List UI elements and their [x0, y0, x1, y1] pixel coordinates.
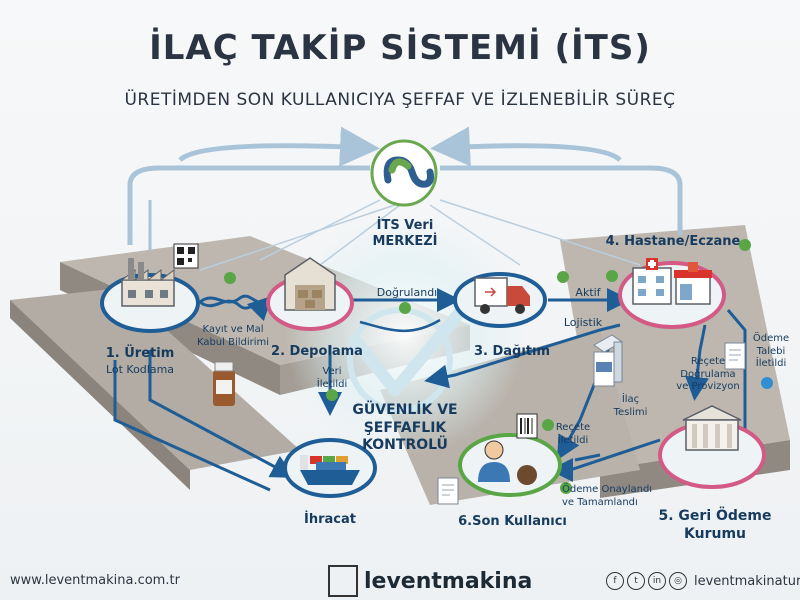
note-veri: Veri İletildi: [312, 366, 352, 391]
footer: www.leventmakina.com.tr leventmakina f t…: [0, 565, 800, 600]
note-kayit-line2: Kabul Bildirimi: [196, 336, 270, 348]
prescription-document-icon: [724, 342, 746, 370]
note-aktif: Aktif: [575, 286, 601, 299]
brand-name: leventmakina: [364, 568, 533, 594]
son-kullanici-ring: [458, 433, 562, 497]
note-recete-iletildi-line2: İletildi: [557, 434, 589, 446]
hospital-icon: [632, 258, 672, 305]
note-dogrulandi: Doğrulandı: [376, 286, 438, 299]
note-veri-line1: Veri: [322, 366, 342, 377]
page-subtitle: ÜRETİMDEN SON KULLANICIYA ŞEFFAF VE İZLE…: [124, 90, 676, 110]
social-handle[interactable]: leventmakinaturkiye: [694, 573, 800, 589]
center-label: İTS Veri MERKEZİ: [360, 218, 450, 251]
twitter-icon[interactable]: t: [627, 572, 645, 590]
note-odeme-talebi: Ödeme Talebi İletildi: [746, 333, 796, 371]
warehouse-icon: [284, 257, 336, 311]
note-ilac-teslimi-line2: Teslimi: [613, 406, 648, 418]
center-glow: [285, 215, 525, 455]
note-recete-dogrulama-line1: Reçete: [690, 356, 726, 367]
center-label-line1: İTS Veri: [376, 218, 434, 233]
pharmacy-icon: [674, 262, 712, 305]
note-odeme-onay-line1: Ödeme Onaylandı: [562, 484, 653, 495]
center-label-line2: MERKEZİ: [372, 234, 438, 250]
note-recete-iletildi-line1: Reçete: [555, 422, 591, 433]
note-odeme-onay: Ödeme Onaylandı ve Tamamlandı: [562, 484, 662, 509]
truck-icon: [474, 277, 530, 314]
step-geri-odeme-label: 5. Geri Ödeme Kurumu: [650, 508, 780, 543]
note-odeme-talebi-line3: İletildi: [755, 358, 787, 369]
receipt-document-icon: [437, 477, 459, 505]
social-links: f t in ◎ leventmakinaturkiye: [606, 572, 800, 590]
note-ilac-teslimi: İlaç Teslimi: [608, 394, 653, 419]
government-building-icon: [682, 405, 742, 451]
step-ihracat-label: İhracat: [304, 512, 356, 527]
note-ilac-teslimi-line1: İlaç: [621, 394, 640, 405]
note-recete-dogrulama: Reçete Doğrulama ve Provizyon: [668, 356, 748, 394]
right-platform: [380, 225, 790, 505]
user-avatar-icon: [478, 440, 537, 485]
step-uretim-sub: Lot Kodlama: [105, 363, 175, 376]
step-depolama-label: 2. Depolama: [271, 344, 363, 359]
note-veri-line2: İletildi: [316, 378, 348, 390]
note-recete-iletildi: Reçete İletildi: [548, 422, 598, 447]
medicine-box-icon: [593, 334, 623, 387]
security-label-line2: ŞEFFAFLIK: [363, 419, 447, 436]
step-dagitim-label: 3. Dağıtım: [473, 344, 551, 359]
note-odeme-talebi-line1: Ödeme: [752, 333, 790, 344]
security-label-line1: GÜVENLİK VE: [352, 402, 458, 418]
cargo-ship-icon: [300, 455, 360, 485]
data-spokes: [199, 199, 641, 271]
barcode-scanner-icon: [516, 413, 538, 439]
check-badges: [224, 239, 773, 494]
note-kayit-line1: Kayıt ve Mal: [202, 324, 264, 335]
top-flow-arrows: [127, 126, 683, 250]
factory-icon: [120, 258, 175, 307]
website-link[interactable]: www.leventmakina.com.tr: [10, 573, 180, 588]
note-odeme-talebi-line2: Talebi: [756, 345, 786, 357]
step-son-kullanici-label: 6.Son Kullanıcı: [458, 514, 567, 529]
step-hastane-label: 4. Hastane/Eczane: [605, 234, 741, 249]
note-recete-dogrulama-line2: Doğrulama: [680, 368, 736, 380]
facebook-icon[interactable]: f: [606, 572, 624, 590]
medicine-bottle-icon: [213, 361, 235, 406]
its-data-center-logo: [370, 139, 438, 207]
note-lojistik: Lojistik: [563, 316, 603, 329]
brand-mark-icon: [328, 565, 358, 597]
step-geri-odeme-line1: 5. Geri Ödeme: [658, 508, 772, 524]
step-uretim-label: 1. Üretim: [105, 346, 175, 361]
brand-logo: leventmakina: [328, 565, 532, 597]
page-title: İLAÇ TAKİP SİSTEMİ (İTS): [149, 28, 651, 68]
qr-code-icon: [173, 243, 199, 269]
note-odeme-onay-line2: ve Tamamlandı: [562, 496, 638, 508]
instagram-icon[interactable]: ◎: [669, 572, 687, 590]
note-kayit: Kayıt ve Mal Kabul Bildirimi: [188, 324, 278, 349]
linkedin-icon[interactable]: in: [648, 572, 666, 590]
security-label-line3: KONTROLÜ: [362, 437, 448, 453]
note-recete-dogrulama-line3: ve Provizyon: [676, 381, 740, 392]
step-geri-odeme-line2: Kurumu: [684, 525, 746, 542]
security-label: GÜVENLİK VE ŞEFFAFLIK KONTROLÜ: [345, 402, 465, 455]
